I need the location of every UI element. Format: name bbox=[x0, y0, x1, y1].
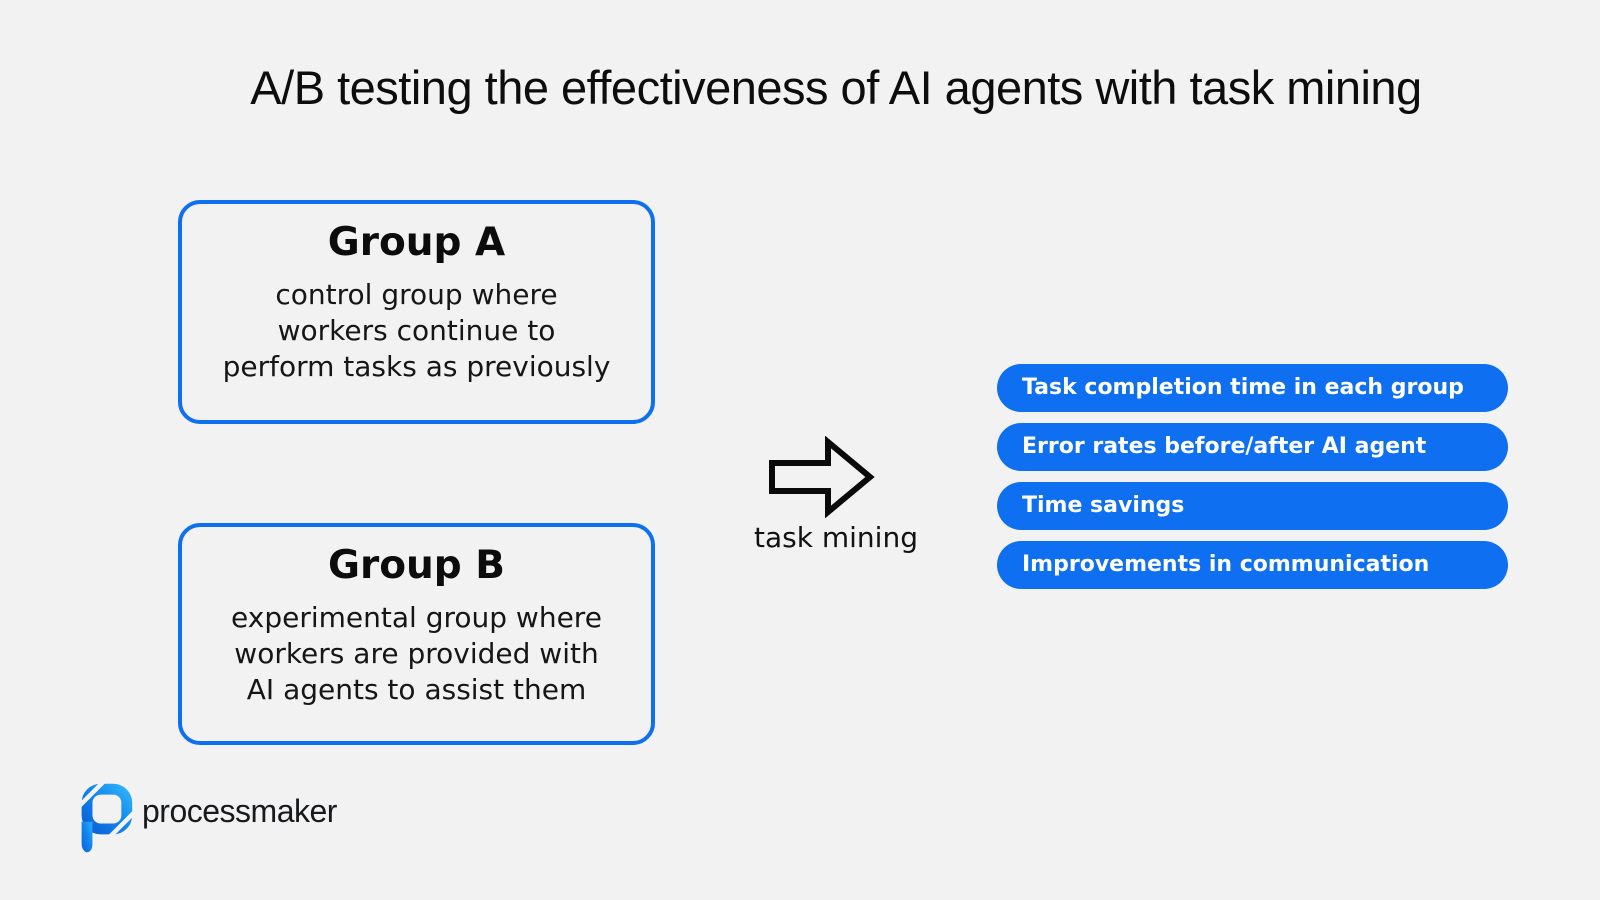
group-a-description-line: control group where bbox=[275, 278, 558, 311]
group-b-description-line: workers are provided with bbox=[234, 637, 599, 670]
arrow-right-icon bbox=[768, 435, 876, 522]
group-b-title: Group B bbox=[327, 543, 506, 588]
processmaker-logo: processmaker bbox=[77, 778, 478, 858]
group-a-description-line: perform tasks as previously bbox=[222, 350, 611, 383]
metric-pill: Improvements in communication bbox=[997, 541, 1508, 589]
group-a-description-line: workers continue to bbox=[277, 314, 556, 347]
metrics-list: Task completion time in each group Error… bbox=[997, 364, 1508, 600]
group-b-box: Group B experimental group where workers… bbox=[178, 523, 655, 745]
page-title: A/B testing the effectiveness of AI agen… bbox=[250, 61, 1422, 114]
group-a-box: Group A control group where workers cont… bbox=[178, 200, 655, 424]
group-b-description-line: experimental group where bbox=[231, 601, 602, 634]
group-b-description-line: AI agents to assist them bbox=[246, 673, 587, 706]
metric-pill: Error rates before/after AI agent bbox=[997, 423, 1508, 471]
processmaker-logo-icon bbox=[77, 779, 137, 862]
metric-pill: Task completion time in each group bbox=[997, 364, 1508, 412]
processmaker-logo-text: processmaker bbox=[142, 793, 337, 829]
flow-label: task mining bbox=[754, 521, 918, 554]
metric-pill: Time savings bbox=[997, 482, 1508, 530]
group-a-title: Group A bbox=[327, 220, 506, 265]
